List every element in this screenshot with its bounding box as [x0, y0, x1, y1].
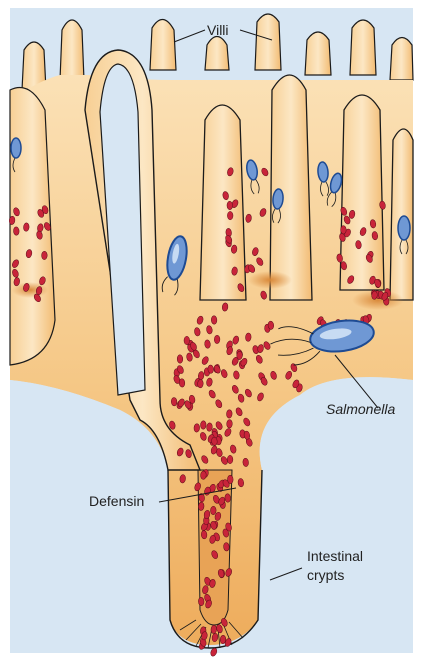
- crypt-opening-pit: [248, 271, 292, 289]
- defensin-granule-icon: [13, 227, 19, 236]
- defensin-granule-icon: [227, 455, 233, 463]
- defensin-granule-icon: [227, 211, 233, 219]
- defensin-granule-icon: [237, 351, 243, 360]
- defensin-granule-icon: [200, 471, 206, 480]
- defensin-granule-icon: [220, 635, 226, 644]
- defensin-granule-icon: [194, 424, 200, 433]
- defensin-granule-icon: [197, 379, 203, 388]
- defensin-granule-icon: [225, 494, 231, 503]
- defensin-granule-icon: [211, 316, 217, 325]
- intestinal-crypts-label: Intestinal: [307, 548, 363, 564]
- defensin-granule-icon: [214, 335, 220, 343]
- defensin-granule-icon: [179, 379, 185, 388]
- villi-label: Villi: [207, 22, 229, 38]
- defensin-granule-icon: [371, 291, 377, 300]
- defensin-granule-icon: [171, 397, 177, 406]
- defensin-granule-icon: [42, 251, 48, 259]
- defensin-granule-icon: [227, 201, 233, 210]
- salmonella-label: Salmonella: [326, 401, 395, 417]
- intestinal-crypts-label-2: crypts: [307, 567, 344, 583]
- defensin-granule-icon: [211, 625, 217, 634]
- defensin-granule-icon: [243, 458, 249, 467]
- defensin-granule-icon: [23, 223, 29, 232]
- defensin-granule-icon: [201, 530, 207, 539]
- defensin-granule-icon: [223, 542, 229, 551]
- defensin-granule-icon: [208, 365, 214, 374]
- defensin-granule-icon: [227, 475, 233, 484]
- defensin-granule-icon: [210, 506, 216, 515]
- defensin-label: Defensin: [89, 493, 144, 509]
- defensin-granule-icon: [227, 420, 233, 429]
- defensin-granule-icon: [177, 355, 183, 364]
- defensin-granule-icon: [198, 502, 204, 511]
- defensin-granule-icon: [200, 421, 206, 430]
- defensin-granule-icon: [226, 410, 232, 419]
- defensin-granule-icon: [184, 336, 190, 344]
- defensin-granule-icon: [245, 333, 251, 342]
- defensin-granule-icon: [198, 597, 204, 606]
- defensin-granule-icon: [341, 226, 347, 234]
